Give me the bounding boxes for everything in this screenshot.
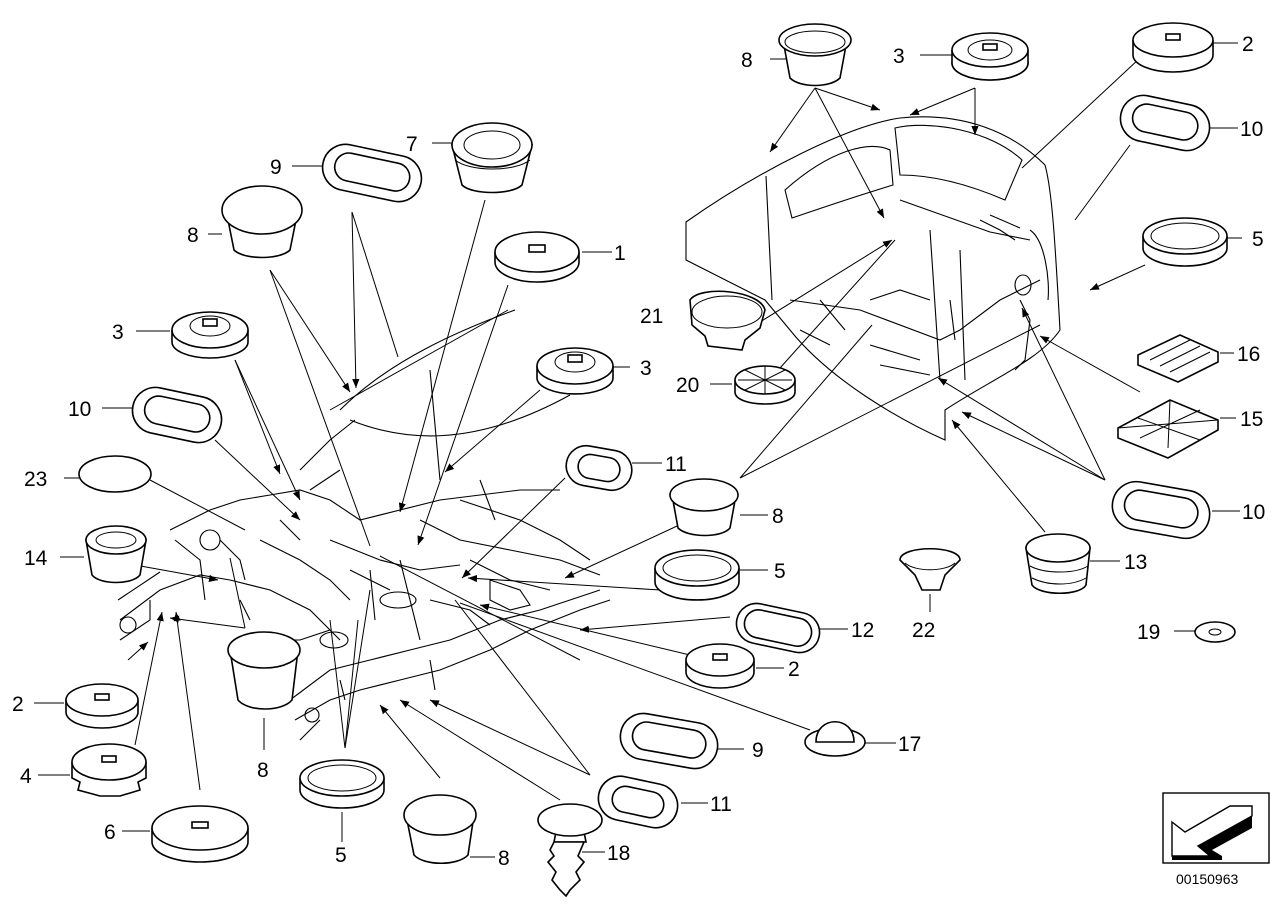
callout-22: 22 bbox=[912, 619, 935, 642]
callout-2-center: 2 bbox=[788, 658, 800, 681]
part-plug-2-top bbox=[1132, 22, 1214, 73]
part-disc-23 bbox=[78, 455, 152, 493]
callout-6: 6 bbox=[104, 821, 116, 844]
part-pad-16 bbox=[1137, 334, 1219, 383]
callout-11-bottom: 11 bbox=[710, 793, 732, 816]
leader-lines bbox=[34, 42, 1242, 858]
part-oval-grommet-11-center bbox=[565, 444, 633, 492]
part-oval-grommet-10-lower bbox=[1111, 480, 1211, 540]
callout-8-lower: 8 bbox=[257, 759, 269, 782]
part-plug-5-center bbox=[654, 549, 740, 601]
callout-20: 20 bbox=[676, 374, 699, 397]
callout-9-top: 9 bbox=[270, 156, 282, 179]
callout-3-center: 3 bbox=[640, 357, 652, 380]
callout-4: 4 bbox=[20, 765, 32, 788]
callout-10-lower: 10 bbox=[1242, 501, 1265, 524]
part-cap-17 bbox=[804, 720, 866, 757]
callout-21: 21 bbox=[640, 305, 663, 328]
callout-3-top: 3 bbox=[893, 45, 905, 68]
callout-13: 13 bbox=[1124, 551, 1147, 574]
part-oval-grommet-11-bottom bbox=[597, 775, 679, 829]
callout-labels: 1 2 2 2 3 3 3 4 5 5 5 6 7 8 8 8 8 8 9 9 … bbox=[12, 33, 1265, 870]
part-plug-5-bottom bbox=[299, 759, 385, 809]
part-clip-22 bbox=[899, 547, 961, 591]
callout-5-bottom: 5 bbox=[335, 844, 347, 867]
front-floor-assembly bbox=[117, 309, 611, 741]
part-grommet-3-top bbox=[951, 32, 1029, 81]
callout-18: 18 bbox=[607, 842, 630, 865]
part-plug-2-center bbox=[685, 643, 755, 689]
part-grommet-3-center bbox=[536, 347, 614, 395]
part-plug-8-top bbox=[778, 23, 852, 87]
part-oval-grommet-10-top bbox=[1119, 94, 1211, 152]
part-oval-grommet-10-left bbox=[131, 386, 223, 444]
callout-8-left: 8 bbox=[187, 224, 199, 247]
callout-2-left: 2 bbox=[12, 693, 24, 716]
part-cup-13 bbox=[1025, 533, 1091, 594]
part-plug-1 bbox=[494, 231, 580, 283]
callout-1: 1 bbox=[614, 242, 626, 265]
callout-5-center: 5 bbox=[774, 560, 786, 583]
part-clip-21 bbox=[689, 290, 766, 351]
callout-10-top: 10 bbox=[1240, 118, 1263, 141]
part-cross-plug-20 bbox=[734, 365, 796, 405]
part-oval-grommet-12 bbox=[735, 602, 821, 654]
part-grommet-3-left bbox=[171, 311, 249, 359]
rear-body-shell bbox=[685, 116, 1061, 441]
callout-19: 19 bbox=[1137, 621, 1160, 644]
callout-5-right: 5 bbox=[1252, 228, 1264, 251]
callout-23: 23 bbox=[24, 468, 47, 491]
part-plug-2-left bbox=[65, 683, 139, 729]
part-push-rivet-18 bbox=[537, 803, 603, 898]
part-washer-19 bbox=[1194, 621, 1236, 643]
callout-3-left: 3 bbox=[112, 321, 124, 344]
part-oval-grommet-9-bottom bbox=[619, 712, 719, 770]
callout-8-center: 8 bbox=[772, 505, 784, 528]
callout-8-top: 8 bbox=[741, 49, 753, 72]
part-clip-4 bbox=[71, 743, 147, 797]
callout-10-left: 10 bbox=[68, 398, 91, 421]
part-plug-8-left bbox=[221, 185, 303, 259]
document-number: 00150963 bbox=[1176, 871, 1239, 887]
callout-12: 12 bbox=[851, 619, 874, 642]
callout-16: 16 bbox=[1237, 343, 1260, 366]
callout-15: 15 bbox=[1240, 408, 1263, 431]
part-plug-5-right bbox=[1142, 217, 1228, 267]
callout-14: 14 bbox=[24, 547, 48, 570]
callout-7: 7 bbox=[406, 133, 418, 156]
view-direction-icon bbox=[1162, 792, 1270, 864]
callout-17: 17 bbox=[898, 733, 921, 756]
callout-2-top: 2 bbox=[1242, 33, 1254, 56]
callout-9-bottom: 9 bbox=[752, 739, 764, 762]
callout-8-bottom: 8 bbox=[498, 847, 510, 870]
part-plug-8-center bbox=[669, 478, 739, 537]
part-plug-8-lower-left bbox=[227, 631, 301, 710]
part-cup-7 bbox=[450, 122, 534, 194]
part-cup-14 bbox=[85, 525, 147, 584]
callout-11-center: 11 bbox=[665, 453, 687, 476]
part-plug-6 bbox=[151, 805, 249, 863]
part-plug-8-bottom bbox=[403, 794, 477, 865]
part-oval-grommet-9-top bbox=[321, 143, 423, 203]
part-cross-pad-15 bbox=[1117, 399, 1219, 459]
